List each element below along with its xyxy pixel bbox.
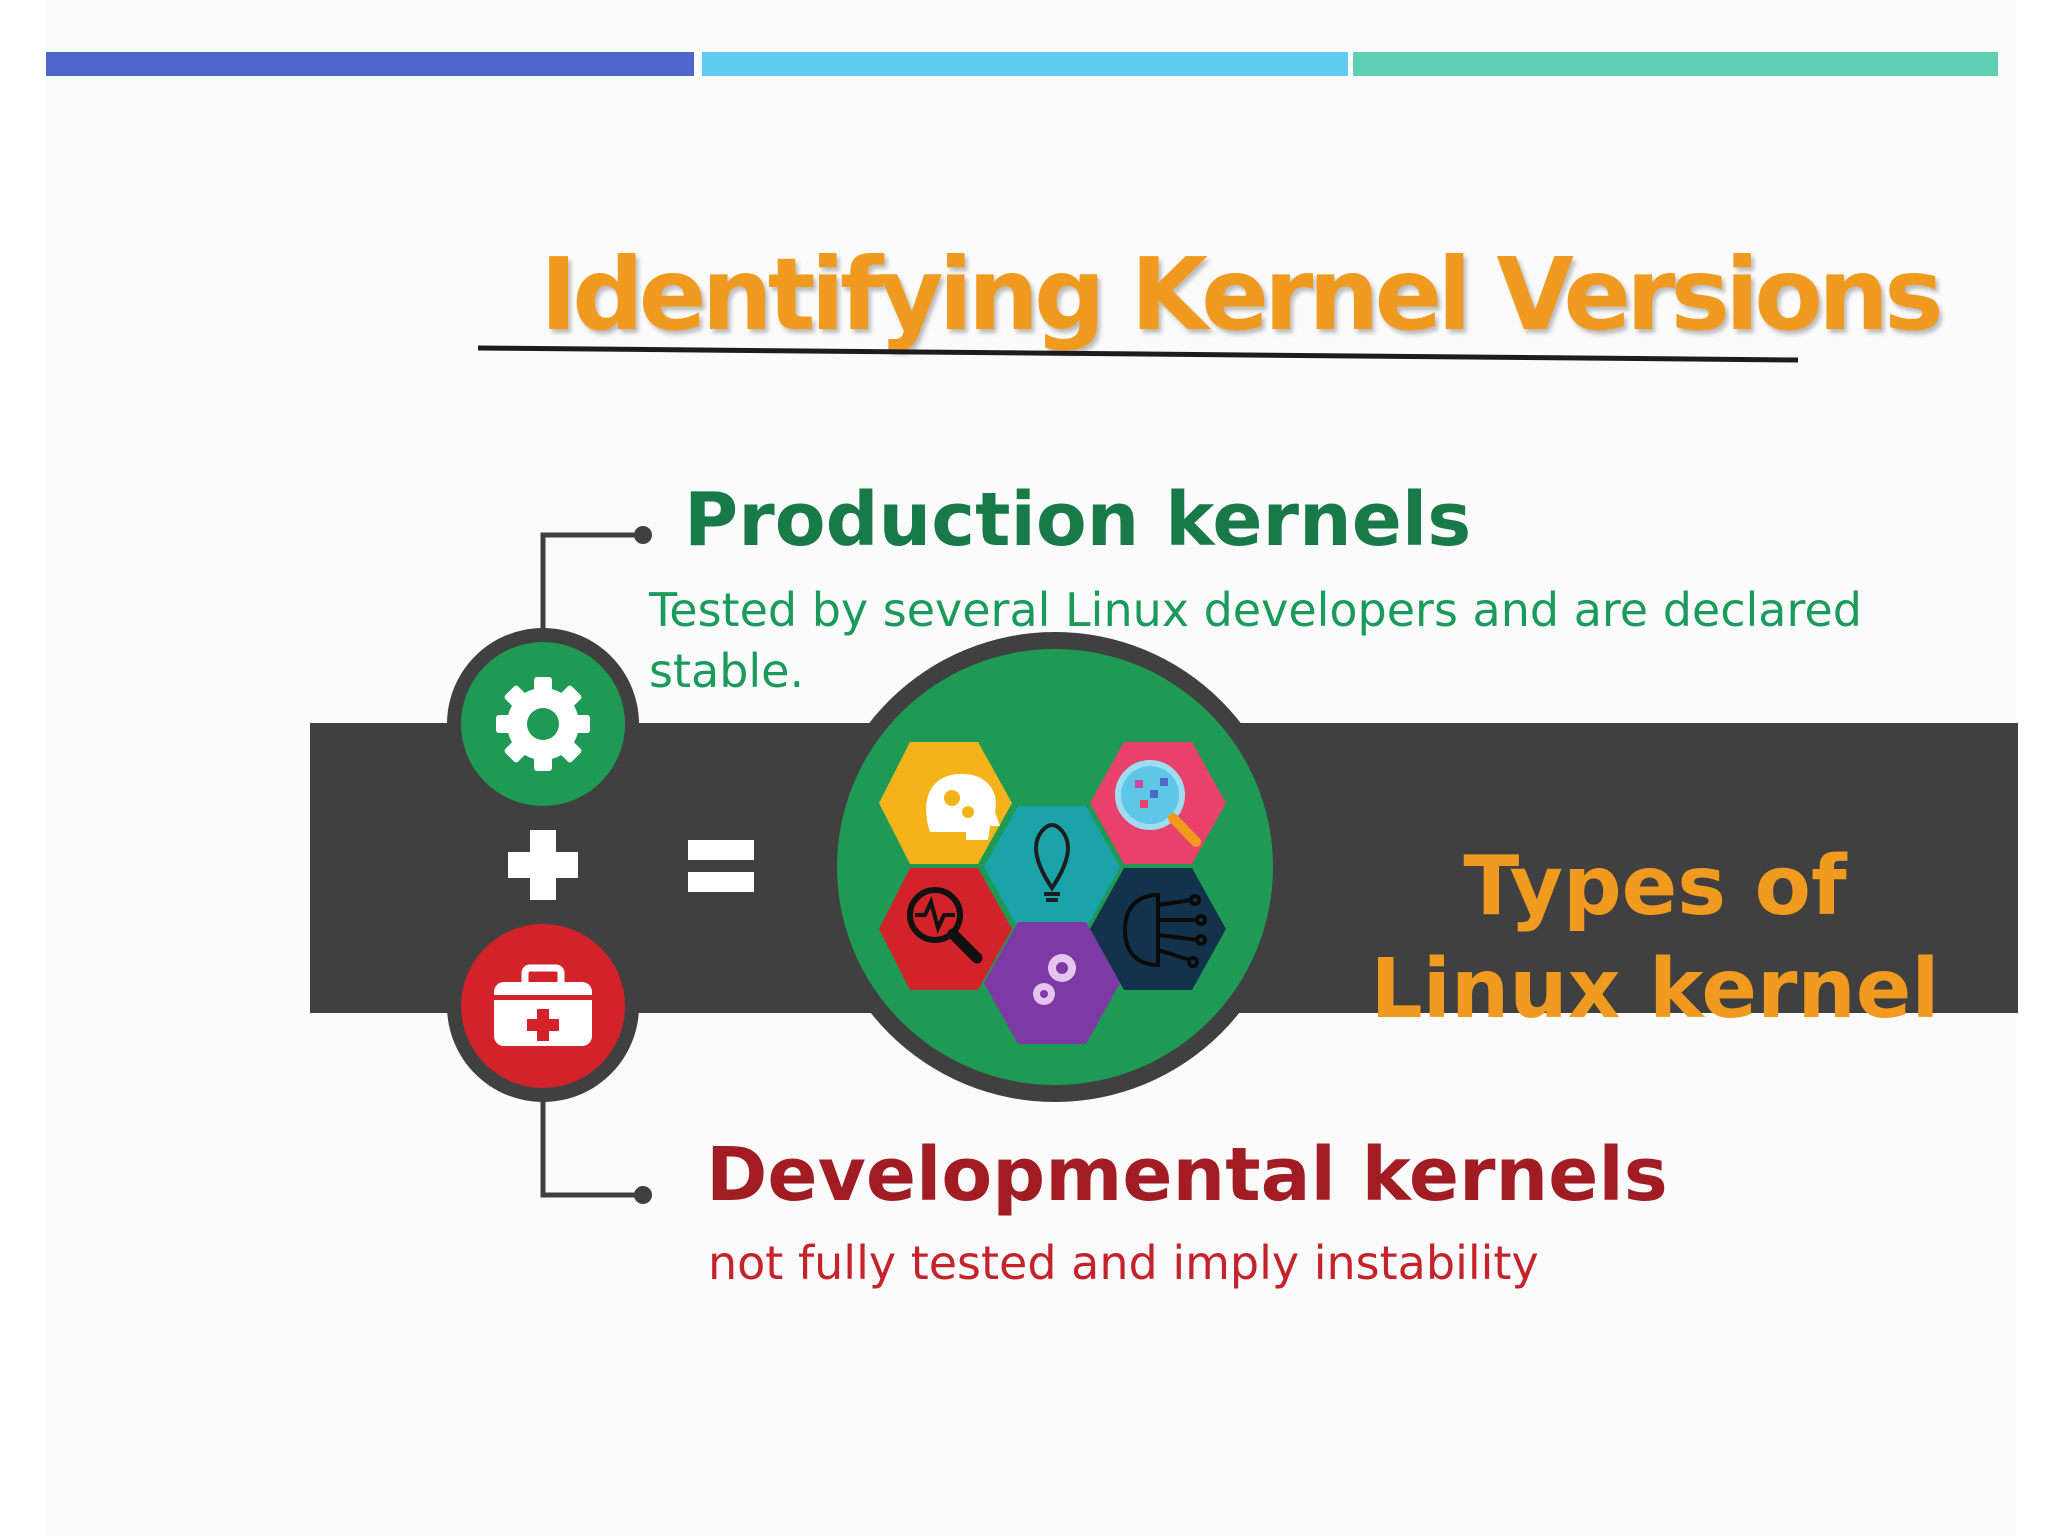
production-kernels-heading: Production kernels [684, 477, 1472, 563]
slide-title: Identifying Kernel Versions [540, 236, 1944, 353]
gear-icon [496, 677, 590, 771]
title-underline [477, 345, 1799, 363]
circuit-chip-icon [1122, 892, 1207, 968]
production-connector-dot [634, 526, 652, 544]
heartbeat-search-icon [907, 887, 983, 964]
magnifier-icon [1115, 760, 1201, 847]
head-gears-icon [926, 773, 1000, 840]
hex-purple [984, 922, 1120, 1044]
equals-sign [688, 840, 754, 892]
accent-bar-teal [1353, 52, 1998, 76]
developmental-kernels-heading: Developmental kernels [706, 1132, 1668, 1218]
kernel-types-circle [820, 632, 1290, 1102]
production-gear-badge [447, 628, 639, 820]
gears-icon [1033, 954, 1076, 1005]
developmental-kit-badge [447, 910, 639, 1102]
developmental-kernels-description: not fully tested and imply instability [708, 1236, 1539, 1290]
accent-bar-cyan [702, 52, 1348, 76]
types-of-linux-kernel-label: Types of Linux kernel [1370, 839, 1940, 1038]
developmental-connector-dot [634, 1186, 652, 1204]
developmental-connector [540, 1098, 643, 1198]
lightbulb-icon [1033, 822, 1071, 902]
hex-teal [984, 806, 1120, 928]
plus-sign [508, 830, 578, 900]
production-kernels-description: Tested by several Linux developers and a… [649, 583, 1862, 698]
first-aid-kit-icon [494, 964, 592, 1046]
production-connector [540, 532, 643, 635]
accent-bar-blue [46, 52, 694, 76]
